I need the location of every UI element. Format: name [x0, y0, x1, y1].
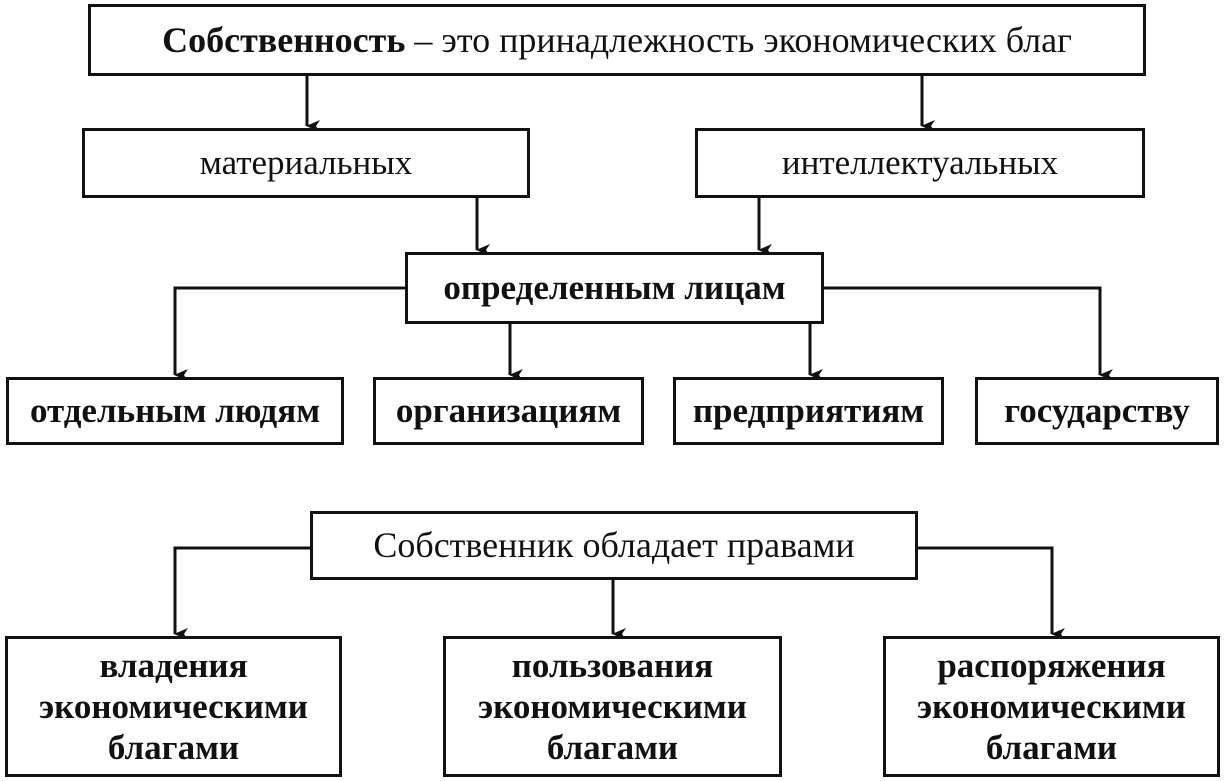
connector-rights-to-possession: [173, 546, 310, 640]
persons-label: определенным лицам: [443, 268, 786, 308]
persons-box: определенным лицам: [405, 252, 824, 324]
right-disposal-box: распоряжения экономическими благами: [883, 636, 1220, 777]
connector-rights-to-disposal: [918, 546, 1065, 640]
material-goods-label: материальных: [199, 143, 413, 183]
material-goods-box: материальных: [82, 128, 530, 198]
connector-persons-to-state: [824, 286, 1113, 381]
right-possession-label: владения экономическими благами: [39, 645, 308, 768]
owner-state-box: государству: [975, 377, 1219, 445]
definition-term: Собственность: [162, 19, 406, 60]
owner-state-label: государству: [1004, 391, 1190, 431]
definition-text: – это принадлежность экономических благ: [405, 19, 1072, 60]
right-possession-box: владения экономическими благами: [5, 636, 342, 777]
owner-organizations-label: организациям: [395, 391, 622, 431]
owner-people-label: отдельным людям: [29, 391, 321, 431]
owner-people-box: отдельным людям: [6, 377, 344, 445]
right-disposal-label: распоряжения экономическими благами: [917, 645, 1186, 768]
definition-box: Собственность – это принадлежность эконо…: [88, 4, 1146, 76]
intellectual-goods-box: интеллектуальных: [695, 128, 1145, 198]
connector-persons-to-people: [173, 286, 405, 381]
owner-enterprises-box: предприятиям: [673, 377, 944, 445]
right-use-label: пользования экономическими благами: [478, 645, 747, 768]
intellectual-goods-label: интеллектуальных: [781, 143, 1059, 183]
owner-organizations-box: организациям: [373, 377, 644, 445]
rights-label: Собственник обладает правами: [373, 525, 855, 566]
right-use-box: пользования экономическими благами: [443, 636, 782, 777]
owner-enterprises-label: предприятиям: [692, 391, 925, 431]
rights-box: Собственник обладает правами: [310, 511, 918, 580]
